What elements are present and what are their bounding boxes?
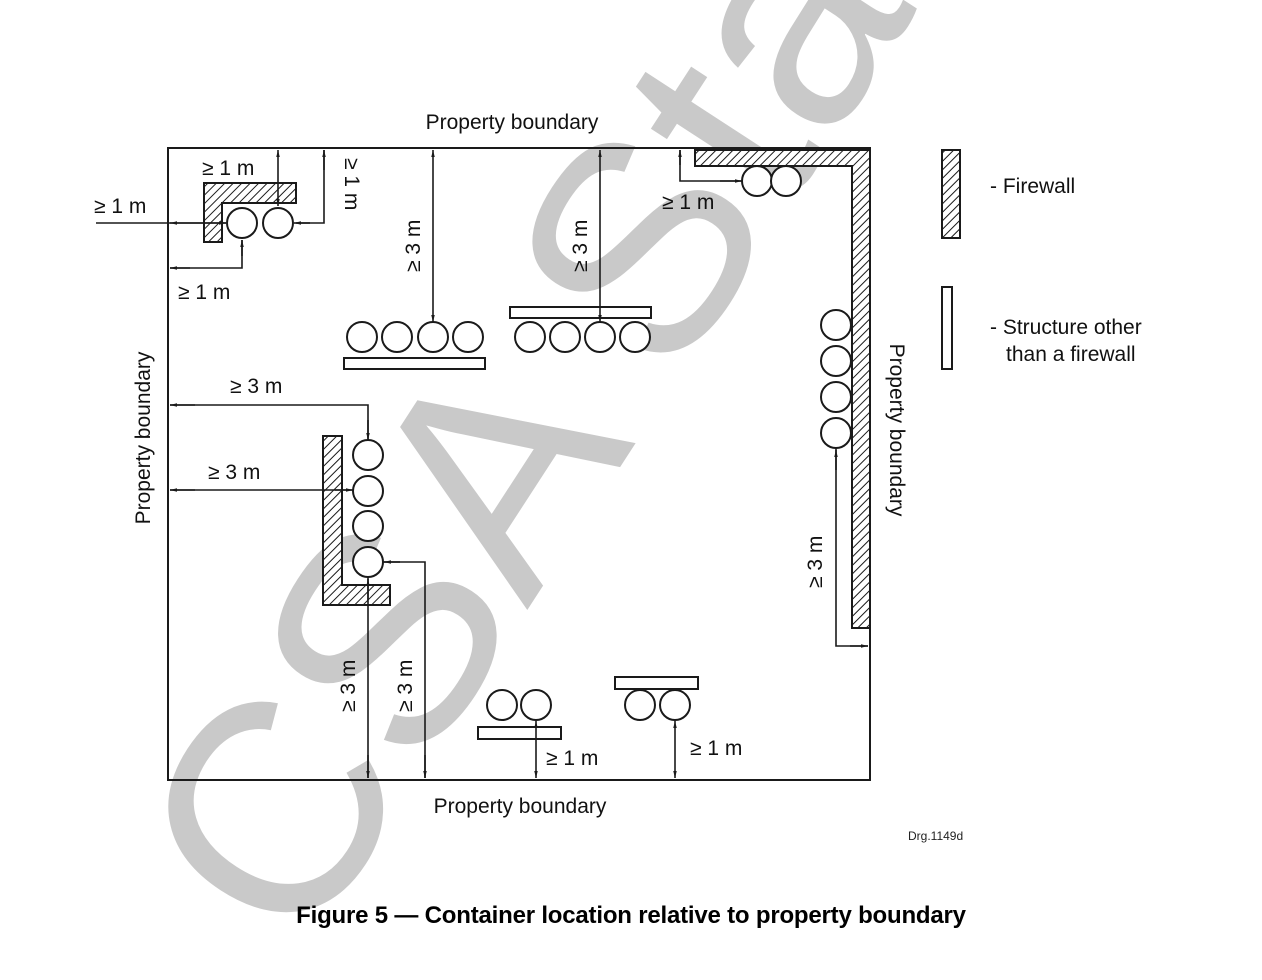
legend-structure-swatch bbox=[941, 286, 953, 370]
container bbox=[820, 381, 852, 413]
container bbox=[820, 309, 852, 341]
container bbox=[619, 321, 651, 353]
container bbox=[352, 475, 384, 507]
dimension-label: ≥ 3 m bbox=[569, 220, 592, 272]
group-bottom-center-left: ≥ 1 m bbox=[477, 689, 598, 778]
group-right: ≥ 3 m bbox=[804, 309, 868, 648]
structure-other bbox=[477, 726, 562, 740]
container bbox=[262, 207, 294, 239]
dimension-label: ≥ 1 m bbox=[340, 158, 363, 210]
container bbox=[226, 207, 258, 239]
legend-firewall-swatch bbox=[941, 149, 961, 239]
dimension-line bbox=[170, 240, 243, 269]
container bbox=[820, 417, 852, 449]
group-top-center-right: ≥ 3 m bbox=[509, 150, 652, 353]
container bbox=[352, 546, 384, 578]
dimension-label: ≥ 1 m bbox=[662, 191, 714, 214]
dimension-label: ≥ 3 m bbox=[394, 660, 417, 712]
container bbox=[770, 165, 802, 197]
container bbox=[584, 321, 616, 353]
dimension-label: ≥ 1 m bbox=[178, 281, 230, 304]
container bbox=[486, 689, 518, 721]
legend-structure-label-1: - Structure other bbox=[990, 316, 1142, 339]
dimension-label: ≥ 3 m bbox=[230, 375, 282, 398]
figure-caption: Figure 5 — Container location relative t… bbox=[296, 902, 966, 929]
boundary-label-right: Property boundary bbox=[885, 344, 908, 517]
dimension-label: ≥ 1 m bbox=[202, 157, 254, 180]
legend: - Firewall - Structure other than a fire… bbox=[941, 149, 1142, 370]
dimension-label: ≥ 1 m bbox=[94, 195, 146, 218]
legend-firewall-label: - Firewall bbox=[990, 175, 1075, 198]
firewall bbox=[203, 182, 297, 243]
boundary-label-bottom: Property boundary bbox=[434, 795, 607, 818]
container bbox=[659, 689, 691, 721]
container bbox=[452, 321, 484, 353]
structure-other bbox=[509, 306, 652, 319]
container bbox=[520, 689, 552, 721]
dimension-label: ≥ 1 m bbox=[690, 737, 742, 760]
container bbox=[820, 345, 852, 377]
dimension-label: ≥ 3 m bbox=[337, 660, 360, 712]
group-top-right: ≥ 1 m bbox=[662, 149, 871, 629]
boundary-label-top: Property boundary bbox=[426, 111, 599, 134]
group-top-left: ≥ 1 m ≥ 1 m ≥ 1 m ≥ 1 m bbox=[94, 150, 363, 304]
container bbox=[514, 321, 546, 353]
group-top-center-left: ≥ 3 m bbox=[343, 150, 486, 370]
container bbox=[352, 510, 384, 542]
dimension-label: ≥ 3 m bbox=[402, 220, 425, 272]
container bbox=[417, 321, 449, 353]
boundary-label-left: Property boundary bbox=[132, 351, 155, 524]
structure-other bbox=[343, 357, 486, 370]
container bbox=[549, 321, 581, 353]
container bbox=[741, 165, 773, 197]
container bbox=[346, 321, 378, 353]
firewall bbox=[322, 435, 391, 606]
dimension-label: ≥ 3 m bbox=[804, 536, 827, 588]
dimension-label: ≥ 3 m bbox=[208, 461, 260, 484]
container bbox=[352, 439, 384, 471]
drawing-reference: Drg.1149d bbox=[908, 829, 963, 843]
group-middle-left: ≥ 3 m ≥ 3 m ≥ 3 m ≥ 3 m bbox=[170, 375, 427, 778]
container bbox=[624, 689, 656, 721]
legend-structure-label-2: than a firewall bbox=[1006, 343, 1136, 366]
container bbox=[381, 321, 413, 353]
dimension-line bbox=[296, 150, 325, 224]
firewall bbox=[694, 149, 871, 629]
group-bottom-center-right: ≥ 1 m bbox=[614, 676, 742, 778]
dimension-label: ≥ 1 m bbox=[546, 747, 598, 770]
structure-other bbox=[614, 676, 699, 690]
